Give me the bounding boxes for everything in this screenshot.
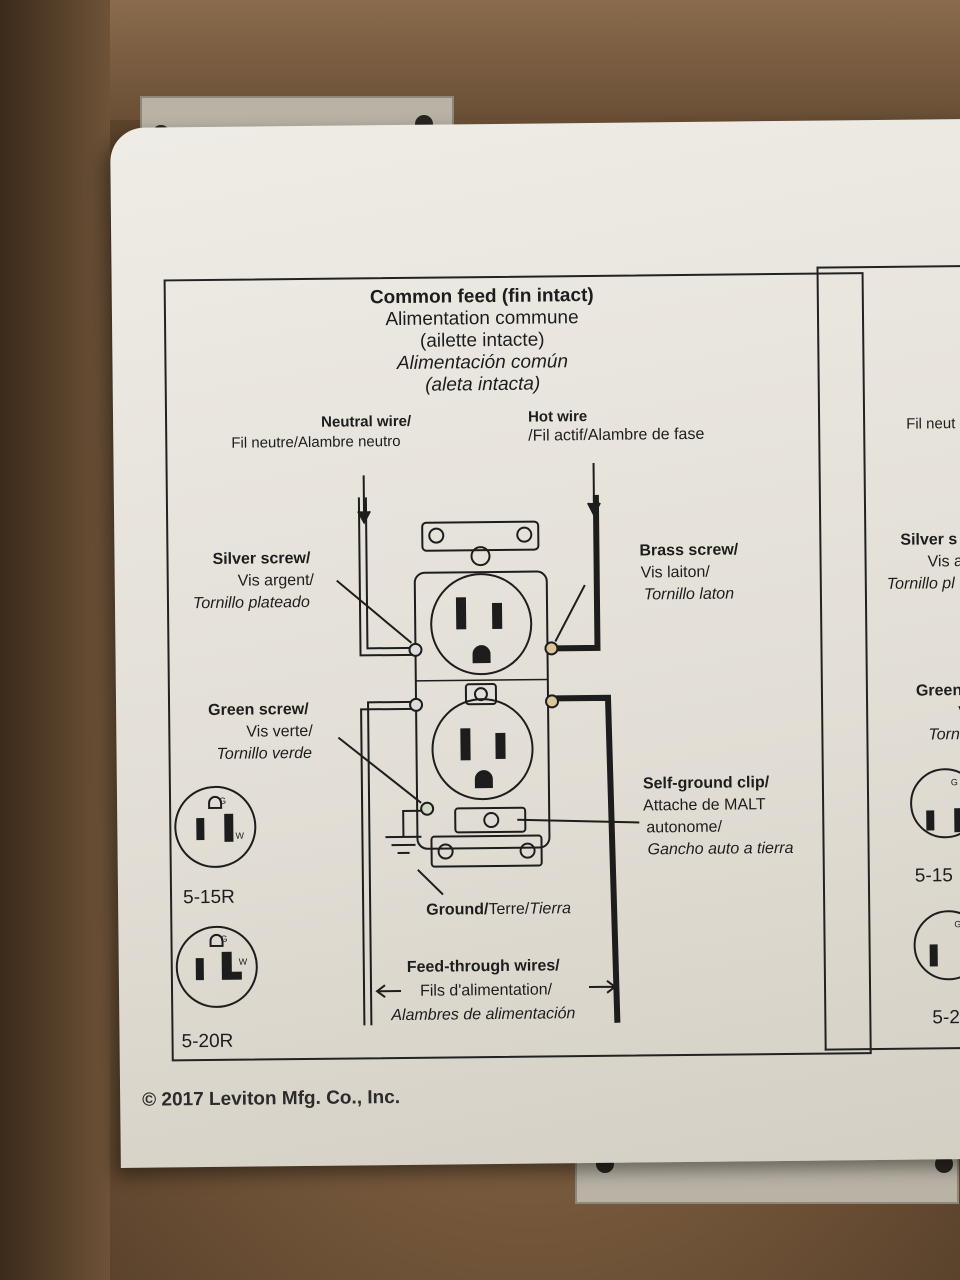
instruction-card: Common feed (fin intact) Alimentation co…: [110, 118, 960, 1168]
feed-through-arrow-right: [589, 980, 617, 994]
ground-hole-icon: [472, 645, 491, 664]
green-screw-icon: [420, 801, 435, 816]
ground-marker-5-20r: G: [220, 934, 227, 944]
cardboard-box-left-flap: [0, 0, 110, 1280]
feed-through-arrow-left: [375, 984, 402, 998]
self-ground-clip-plate: [454, 806, 527, 834]
outlet-face-bottom: [431, 698, 534, 801]
outlet-face-top: [430, 573, 533, 676]
hot-feed-through-wire: [555, 694, 621, 1023]
silver-screw-icon-bottom: [409, 697, 424, 712]
neutral-feed-through-wire: [367, 700, 417, 1026]
neutral-marker-5-15r: W: [235, 831, 244, 841]
wiring-diagram: G W G W G G: [174, 462, 960, 1026]
receptacle-top-strap: [421, 520, 540, 552]
mounting-hole-icon: [935, 1155, 953, 1173]
receptacle-5-15r-icon: [174, 785, 257, 868]
right-receptacle-2-icon: [913, 910, 960, 981]
mounting-screw-icon: [470, 546, 491, 567]
center-screw-plate: [464, 683, 498, 706]
ground-wire: [402, 809, 423, 837]
neutral-slot-icon: [455, 597, 467, 630]
neutral-marker-5-20r: W: [239, 957, 248, 967]
ground-symbol-icon: [385, 835, 422, 855]
brass-screw-icon-top: [544, 641, 559, 656]
hot-wire-top: [555, 494, 601, 652]
brass-screw-pointer: [554, 584, 586, 642]
right-receptacle-1-icon: [910, 768, 960, 839]
receptacle-5-20r-icon: [175, 925, 258, 1008]
receptacle-bottom-strap: [430, 834, 543, 868]
green-screw-pointer: [337, 736, 422, 804]
ground-marker-5-15r: G: [219, 796, 226, 806]
ground-pointer: [417, 869, 444, 896]
right-ground-marker-2: G: [954, 919, 960, 929]
neutral-wire-top: [357, 497, 416, 657]
self-ground-clip-pointer: [517, 818, 640, 824]
silver-screw-pointer: [336, 579, 413, 644]
silver-screw-icon-top: [408, 642, 423, 657]
right-ground-marker-1: G: [951, 777, 958, 787]
hot-slot-icon: [491, 602, 503, 630]
brass-screw-icon-bottom: [545, 694, 560, 709]
